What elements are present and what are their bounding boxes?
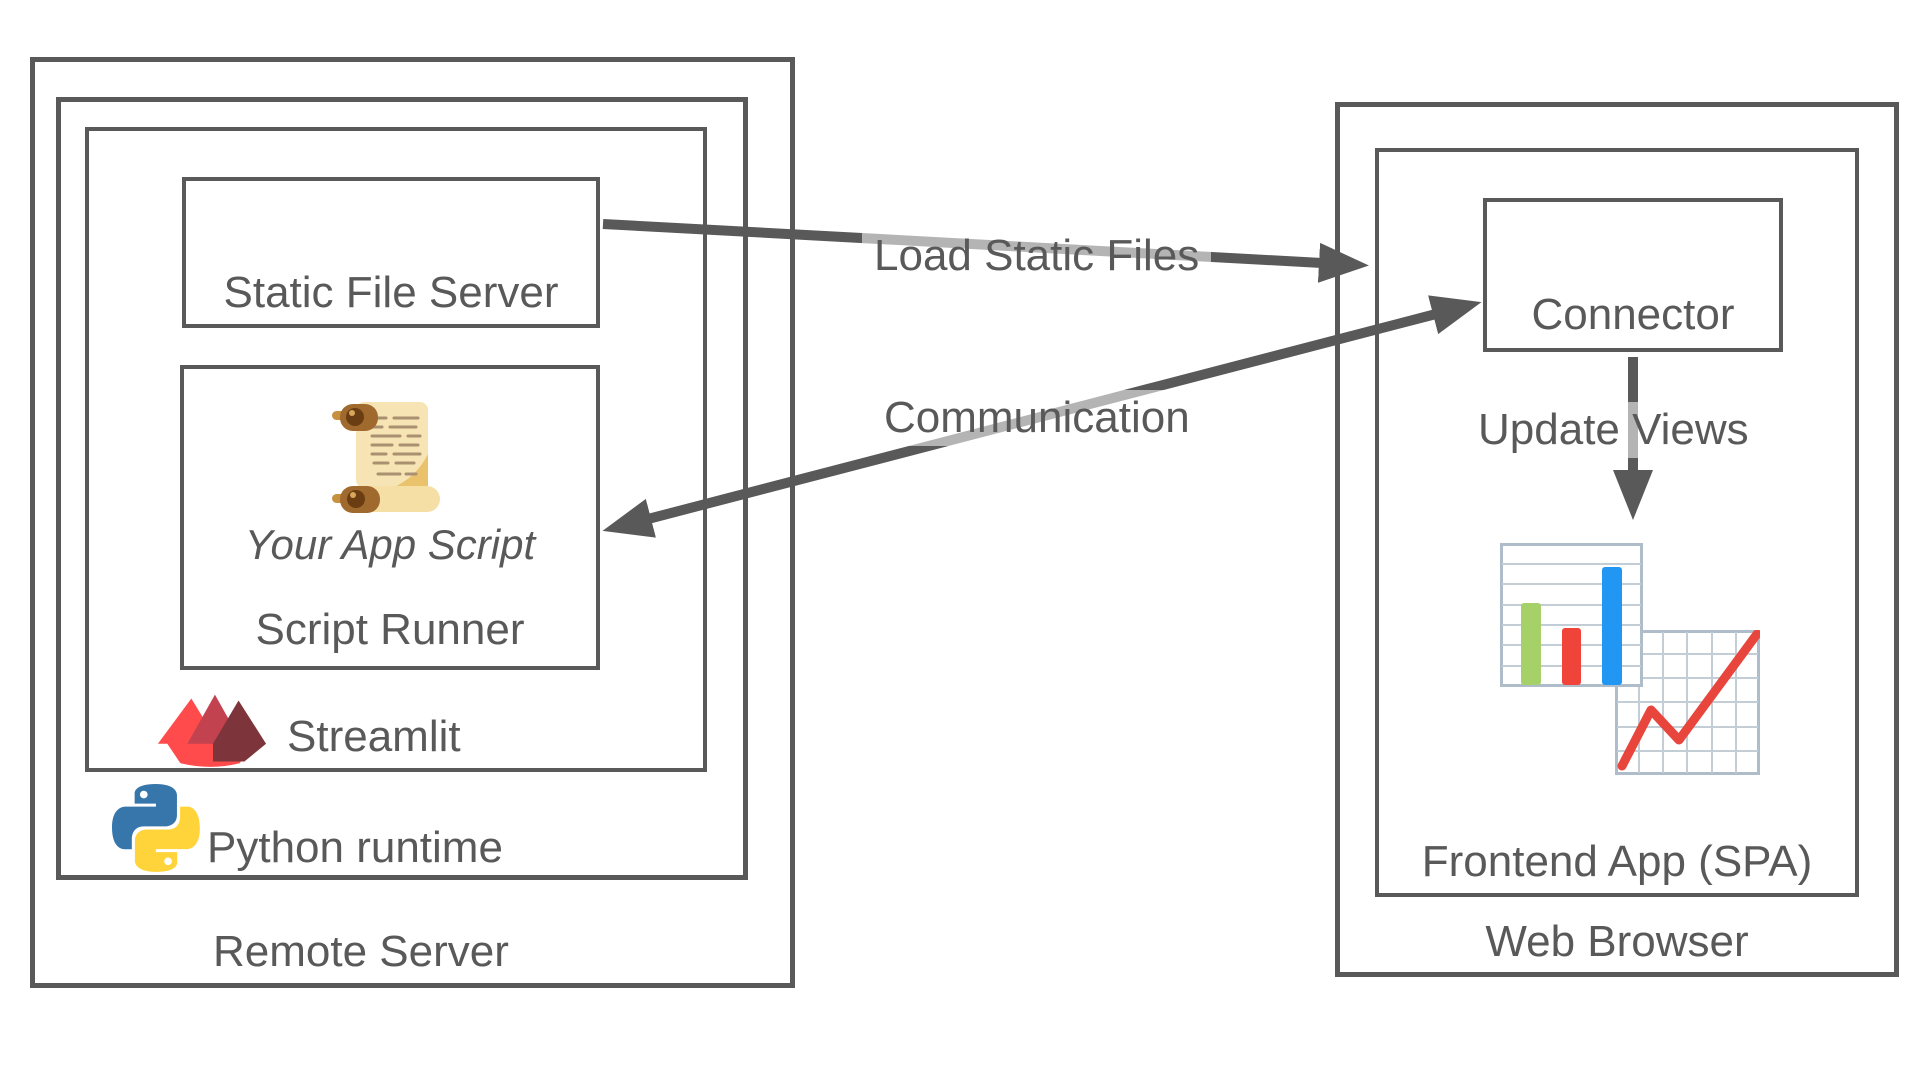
python-runtime-label: Python runtime [207, 823, 503, 872]
script-runner-box [180, 365, 600, 670]
web-browser-label: Web Browser [1485, 917, 1749, 966]
load-static-files-label: Load Static Files [862, 228, 1212, 284]
communication-label: Communication [872, 390, 1202, 446]
connector-label: Connector [1531, 290, 1735, 339]
update-views-label: Update Views [1466, 402, 1761, 458]
scroll-bottom-roller [332, 486, 380, 513]
your-app-script-label: Your App Script [244, 521, 536, 568]
frontend-app-label: Frontend App (SPA) [1421, 837, 1813, 886]
connector-box [1483, 198, 1783, 352]
static-file-server-box [182, 177, 600, 328]
python-logo-icon [112, 784, 200, 872]
scroll-top-roller [332, 404, 378, 431]
script-runner-label: Script Runner [255, 605, 525, 654]
bar-chart-icon [1500, 543, 1643, 687]
static-file-server-label: Static File Server [223, 268, 559, 317]
scroll-icon [332, 402, 440, 513]
scroll-text-lines [370, 416, 422, 476]
streamlit-label: Streamlit [287, 712, 461, 761]
streamlit-logo-icon [157, 694, 267, 767]
web-browser-box [1335, 102, 1899, 977]
remote-server-label: Remote Server [213, 927, 509, 976]
